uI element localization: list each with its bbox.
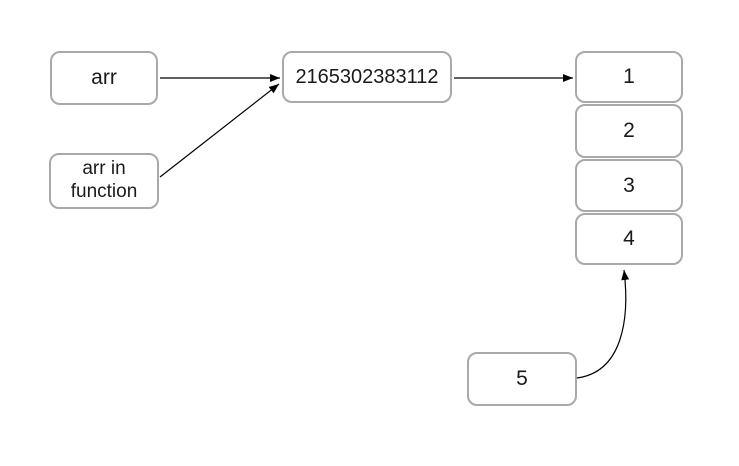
array-cell-2: 2 [575, 104, 683, 158]
node-address: 2165302383112 [282, 51, 452, 103]
array-cell-2-label: 2 [623, 119, 635, 143]
arrow-arr-in-function-to-address [159, 83, 280, 178]
array-cell-3: 3 [575, 159, 683, 212]
node-arr-label: arr [91, 66, 117, 90]
array-cell-4: 4 [575, 213, 683, 265]
arrow-five-to-cell-4 [576, 269, 630, 379]
array-cell-3-label: 3 [623, 173, 635, 197]
array-cell-4-label: 4 [623, 227, 635, 251]
node-address-label: 2165302383112 [295, 66, 439, 88]
node-five-label: 5 [516, 367, 528, 391]
node-arr-in-function: arr in function [49, 153, 159, 209]
node-five: 5 [467, 352, 577, 406]
array-cell-1-label: 1 [623, 65, 635, 89]
node-arr: arr [50, 51, 158, 105]
array-cell-1: 1 [575, 51, 683, 103]
node-arr-in-function-label: arr in function [70, 158, 138, 202]
